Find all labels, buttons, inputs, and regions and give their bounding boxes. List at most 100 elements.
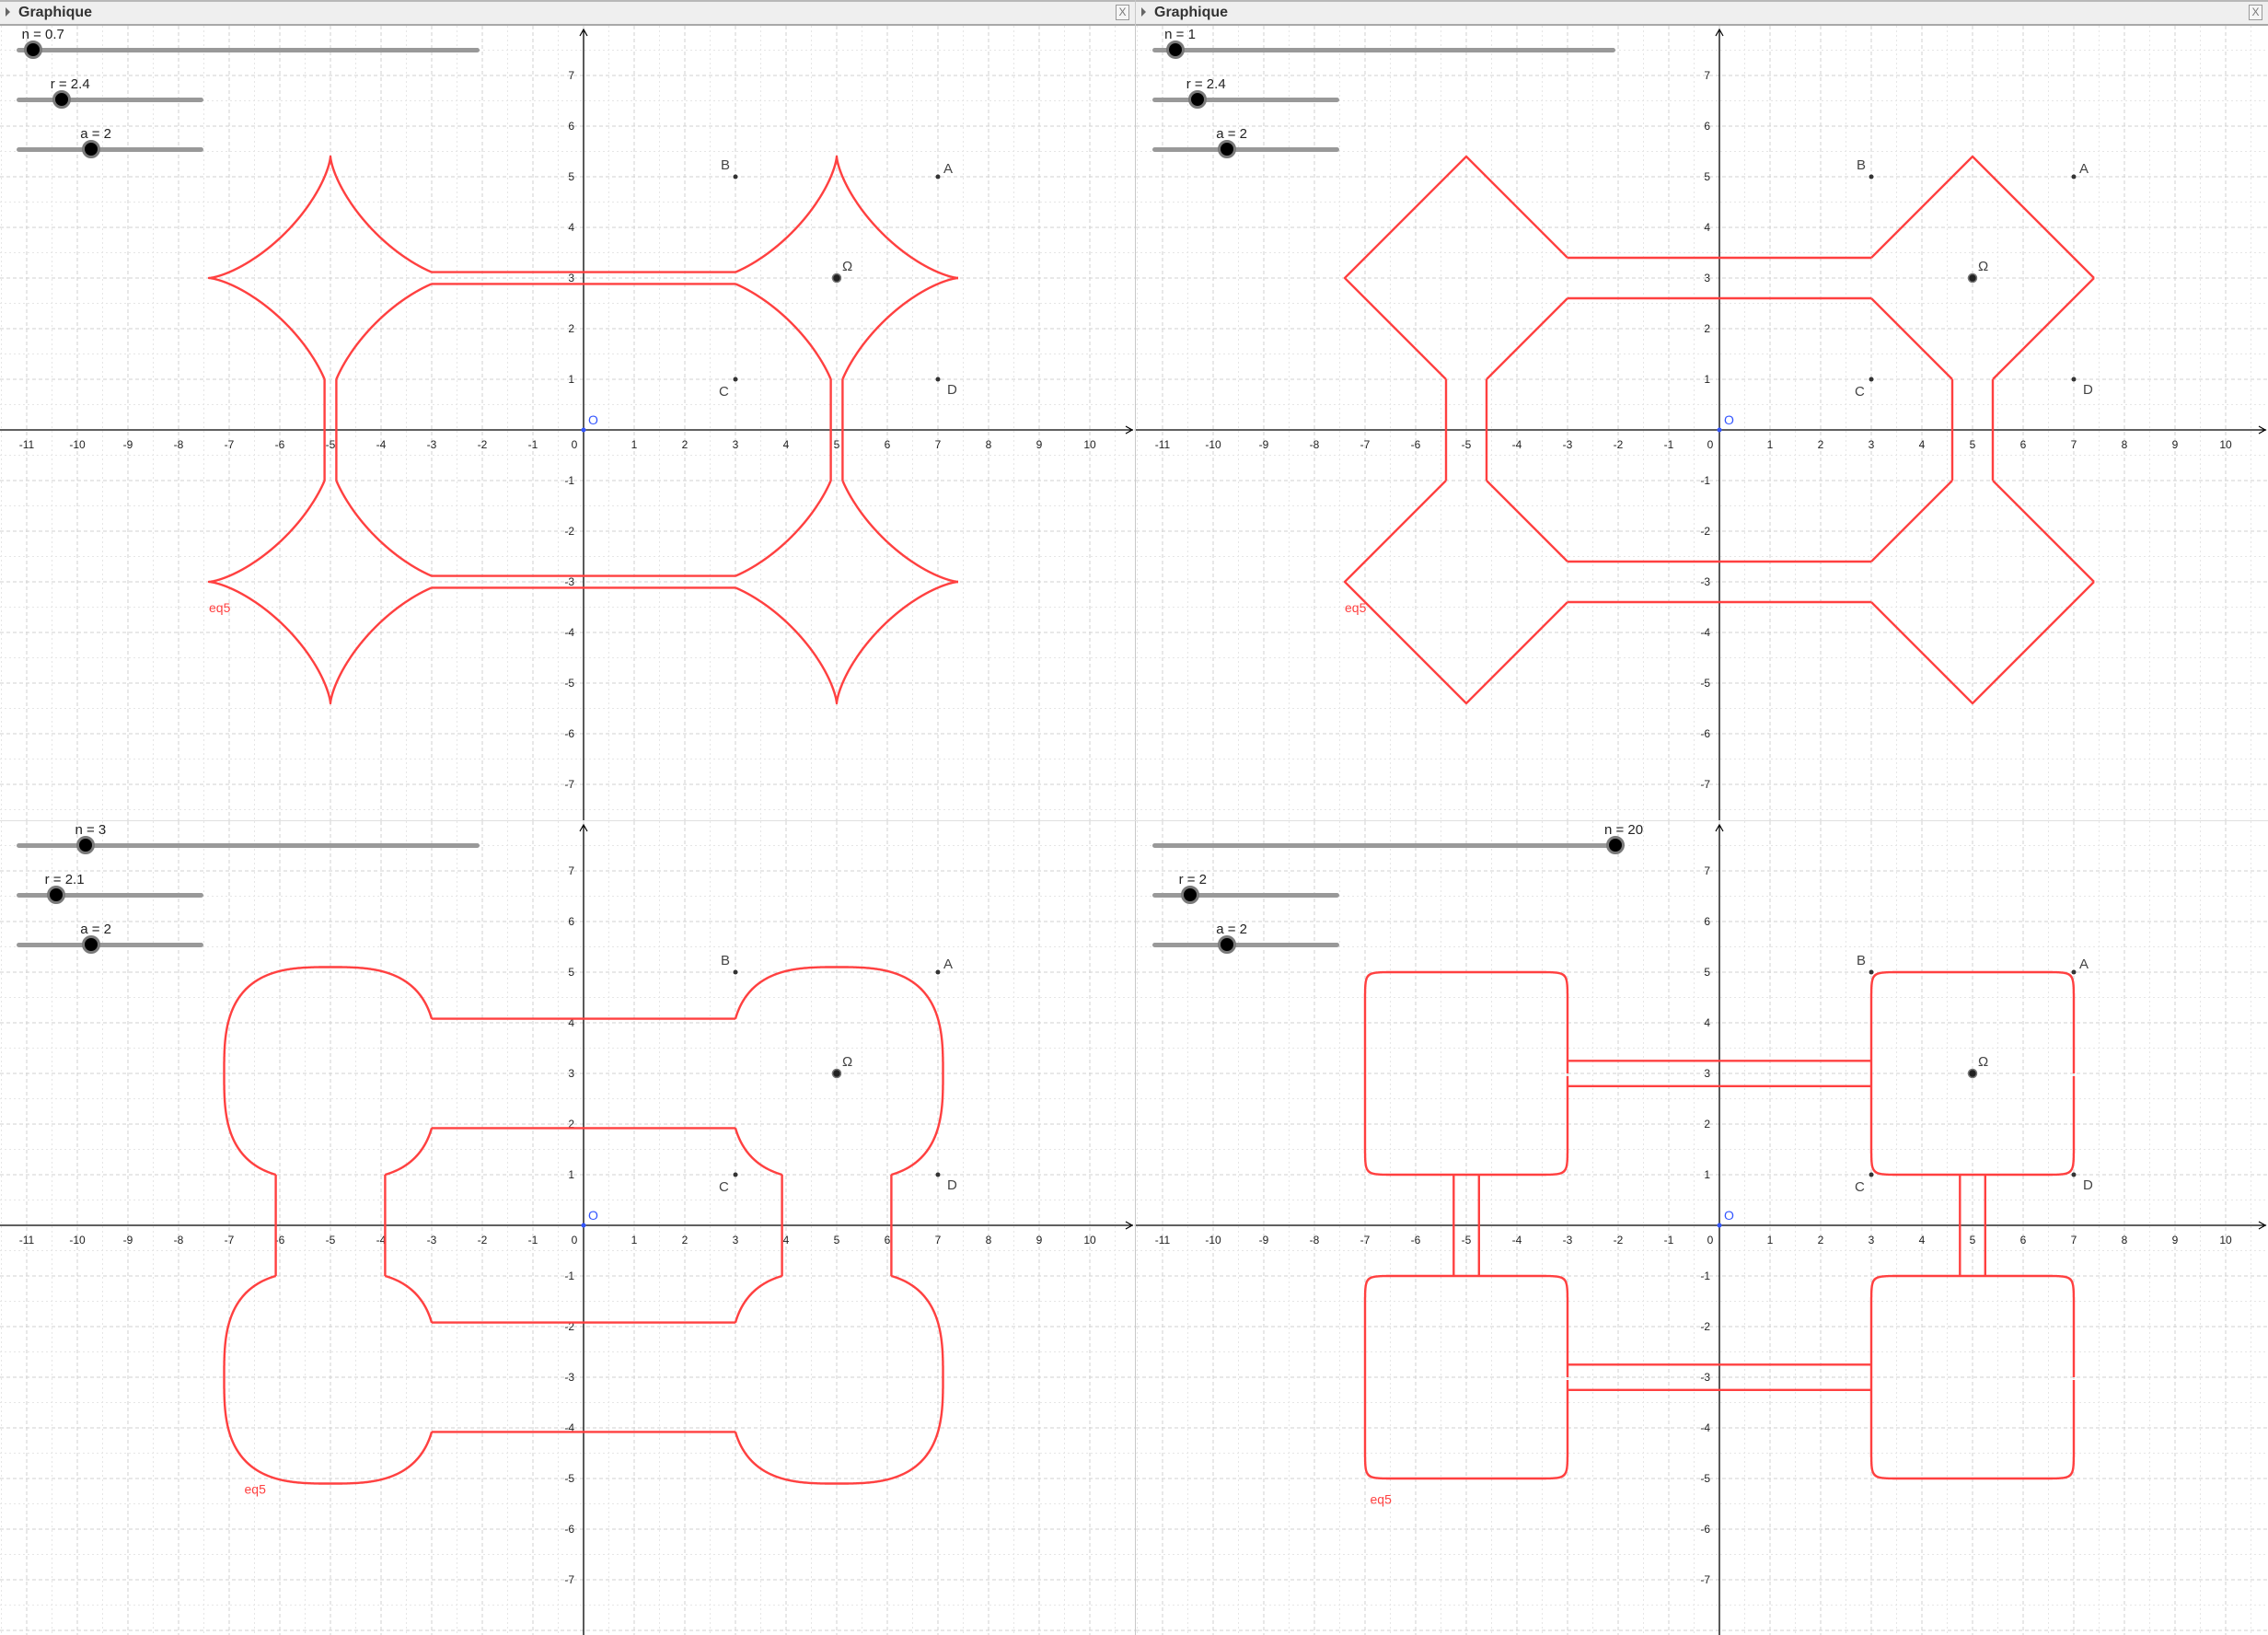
slider-track[interactable] [1152,893,1339,898]
curve-label[interactable]: eq5 [1345,600,1367,615]
close-view-button[interactable]: X [2249,5,2262,20]
curve-segment[interactable] [1991,479,2096,584]
curve-segment[interactable] [1343,155,1569,381]
curve-segment[interactable] [1363,1274,1569,1480]
slider-knob[interactable] [46,886,65,904]
curve-segment[interactable] [335,283,433,380]
curve-segment[interactable] [1869,155,2096,280]
curve-segment[interactable] [1485,479,1569,563]
slider-knob[interactable] [1218,935,1237,954]
point-b[interactable] [1869,969,1874,975]
point-b[interactable] [733,174,738,180]
curve-label[interactable]: eq5 [209,600,231,615]
curve-segment[interactable] [207,480,433,705]
origin-point[interactable] [581,1223,586,1228]
point-a[interactable] [2071,969,2077,975]
curve-segment[interactable] [384,1274,434,1324]
point-omega[interactable] [1967,272,1978,284]
point-c[interactable] [1869,377,1874,382]
slider-knob[interactable] [76,836,96,854]
point-c[interactable] [733,377,738,382]
slider-knob[interactable] [1218,140,1237,158]
curve-segment[interactable] [207,155,433,380]
slider-knob[interactable] [82,935,101,954]
curve-eq5[interactable] [1343,155,2096,705]
slider-track[interactable] [1152,943,1339,947]
slider-knob[interactable] [23,41,42,59]
point-d[interactable] [2071,1172,2077,1177]
curve-segment[interactable] [890,1073,944,1177]
curve-segment[interactable] [1991,276,2096,381]
curve-segment[interactable] [735,155,960,280]
curve-segment[interactable] [1869,970,2076,1177]
point-a[interactable] [935,174,941,180]
close-view-button[interactable]: X [1116,5,1129,20]
slider-track[interactable] [17,48,480,52]
slider-track[interactable] [1152,147,1339,152]
curve-eq5[interactable] [207,155,960,705]
origin-point[interactable] [581,427,586,433]
point-omega[interactable] [831,1068,842,1079]
point-d[interactable] [2071,377,2077,382]
curve-segment[interactable] [735,580,960,705]
curve-segment[interactable] [1363,970,1569,1177]
curve-segment[interactable] [890,1274,944,1377]
curve-segment[interactable] [1869,479,1954,563]
slider-track[interactable] [17,943,203,947]
curve-segment[interactable] [1485,296,1569,381]
curve-eq5[interactable] [223,966,944,1485]
slider-knob[interactable] [1180,886,1199,904]
curve-segment[interactable] [384,1127,434,1177]
slider-track[interactable] [1152,98,1339,102]
slider-track[interactable] [17,98,203,102]
curve-label[interactable]: eq5 [245,1482,267,1497]
slider-knob[interactable] [1166,41,1186,59]
slider-knob[interactable] [52,90,71,109]
origin-point[interactable] [1717,427,1722,433]
curve-segment[interactable] [734,966,944,1074]
curve-segment[interactable] [734,1377,944,1485]
curve-segment[interactable] [1869,1274,2076,1480]
curve-eq5[interactable] [1363,970,2076,1480]
origin-point[interactable] [1717,1223,1722,1228]
point-a[interactable] [935,969,941,975]
slider-track[interactable] [1152,843,1615,848]
point-d[interactable] [935,1172,941,1177]
point-d[interactable] [935,377,941,382]
slider-track[interactable] [17,893,203,898]
collapse-triangle-icon[interactable] [1141,7,1146,17]
panel-divider-horizontal[interactable] [0,820,2268,821]
point-b[interactable] [1869,174,1874,180]
curve-label[interactable]: eq5 [1371,1492,1393,1507]
point-c[interactable] [1869,1172,1874,1177]
curve-segment[interactable] [735,480,832,577]
curve-segment[interactable] [335,480,433,577]
curve-segment[interactable] [735,283,832,380]
curve-segment[interactable] [223,1274,434,1485]
slider-knob[interactable] [1187,90,1207,109]
panel-divider-vertical[interactable] [1135,0,1136,1635]
point-b[interactable] [733,969,738,975]
curve-segment[interactable] [841,276,960,380]
point-c[interactable] [733,1172,738,1177]
curve-segment[interactable] [223,966,434,1177]
curve-segment[interactable] [734,1274,783,1324]
slider-track[interactable] [17,843,480,848]
slider-track[interactable] [1152,48,1615,52]
slider-knob[interactable] [1606,836,1625,854]
point-omega[interactable] [1967,1068,1978,1079]
curve-segment[interactable] [1869,580,2096,705]
slider-knob[interactable] [82,140,101,158]
curve-segment[interactable] [734,1127,783,1177]
curve-segment[interactable] [1343,479,1569,705]
point-omega[interactable] [831,272,842,284]
slider-track[interactable] [17,147,203,152]
